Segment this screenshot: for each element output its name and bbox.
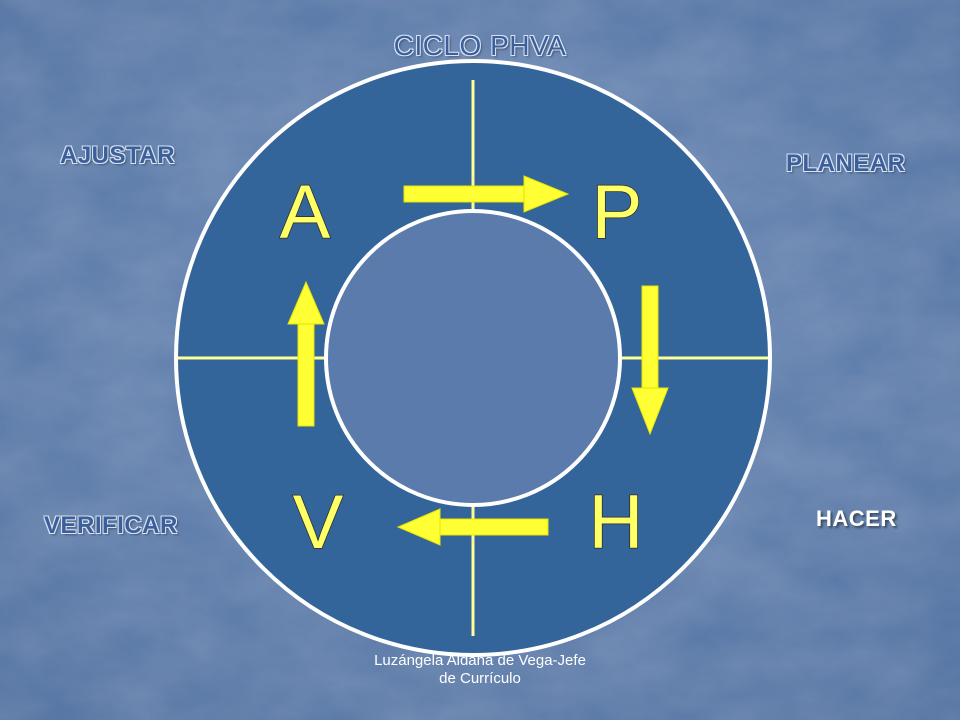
letter-v: V [293,480,344,565]
label-hacer: HACER [816,506,897,531]
arrow-p-to-h [631,285,669,436]
footer-line-1: Luzángela Aldana de Vega-Jefe [374,652,586,669]
label-ajustar: AJUSTAR [60,142,176,169]
arrow-a-to-p [403,175,570,213]
diagram-title: CICLO PHVA [393,30,567,61]
inner-circle [324,209,622,507]
arrow-h-to-v [396,508,549,546]
letter-p: P [592,170,643,255]
label-planear: PLANEAR [786,150,906,177]
arrow-v-to-a [287,280,325,427]
letter-h: H [589,480,644,565]
label-verificar: VERIFICAR [44,512,178,539]
letter-a: A [280,170,331,255]
footer-credit: Luzángela Aldana de Vega-Jefe de Currícu… [340,652,620,688]
footer-line-2: de Currículo [439,670,521,687]
